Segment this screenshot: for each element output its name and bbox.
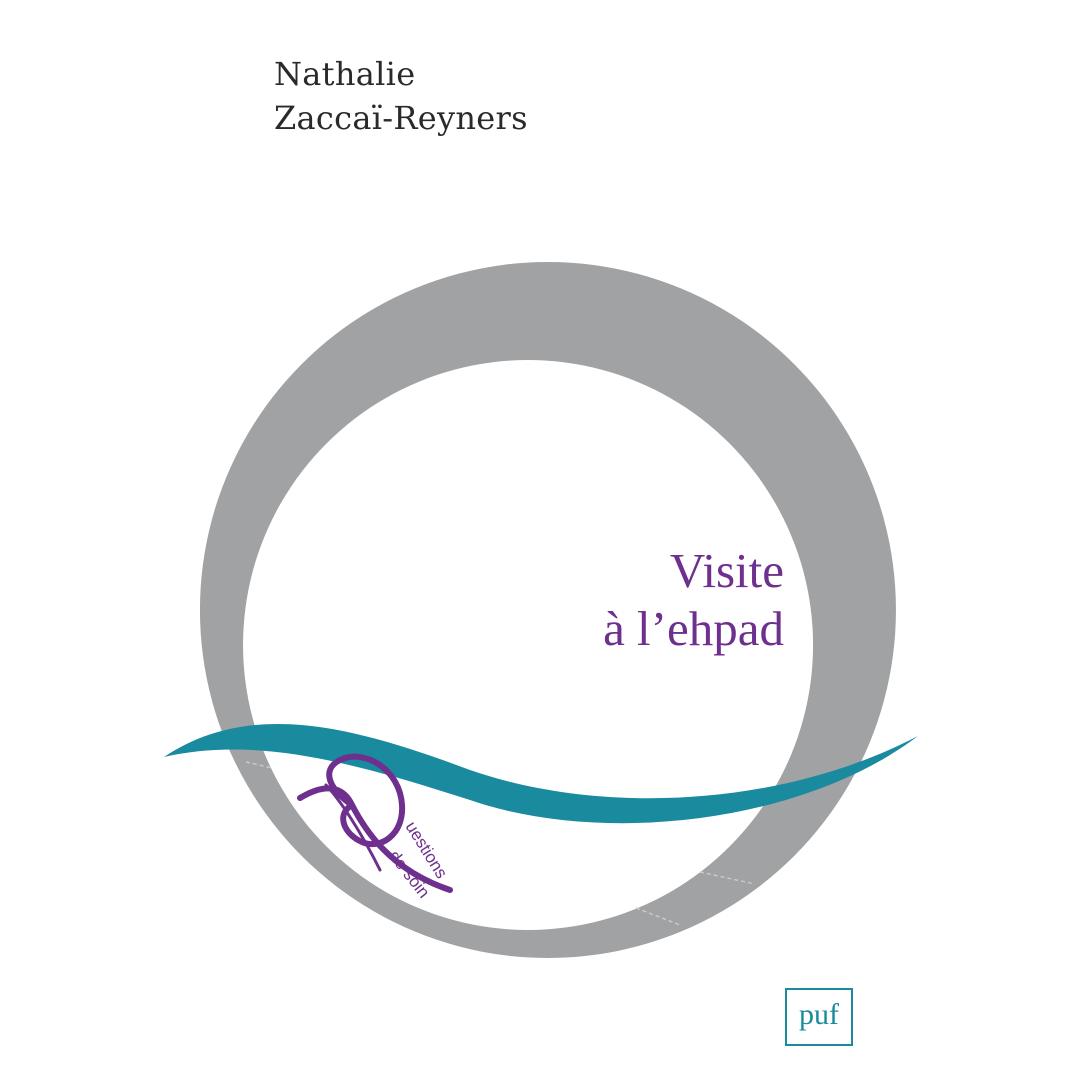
ring-fold-line xyxy=(245,761,756,926)
title-line-1: Visite xyxy=(669,543,784,598)
author-first-name: Nathalie xyxy=(274,55,416,93)
grey-ring xyxy=(199,262,896,958)
publisher-logo: puf xyxy=(785,988,853,1046)
author-name: Nathalie Zaccaï-Reyners xyxy=(274,52,528,140)
book-title: Visite à l’ehpad xyxy=(603,542,784,658)
title-line-2: à l’ehpad xyxy=(603,601,784,656)
author-last-name: Zaccaï-Reyners xyxy=(274,99,528,137)
teal-wave xyxy=(164,723,918,824)
